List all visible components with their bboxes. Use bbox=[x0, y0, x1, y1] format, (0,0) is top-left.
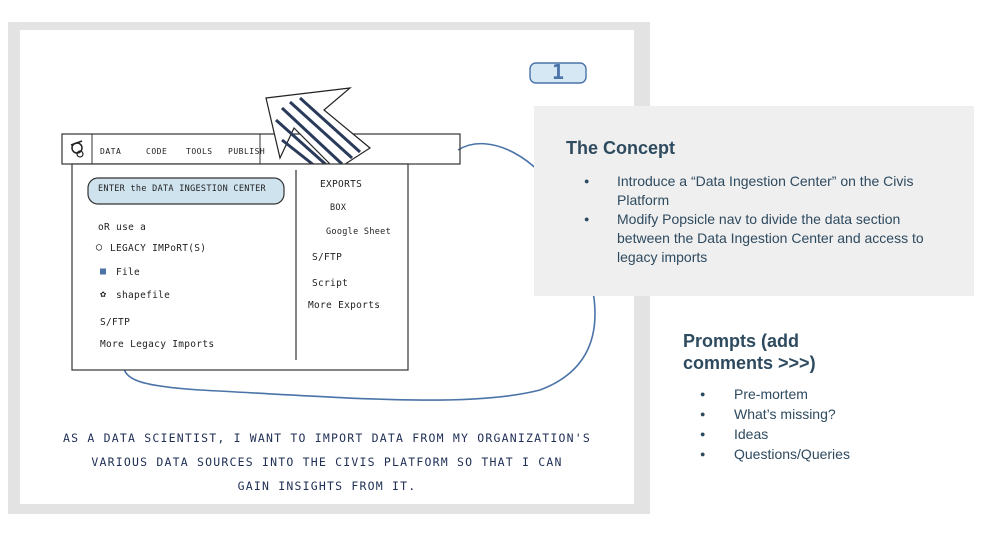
menu-item-exports-sftp[interactable]: S/FTP bbox=[312, 252, 343, 263]
nav-data[interactable]: DATA bbox=[100, 147, 122, 156]
legacy-imports-header[interactable]: LEGACY IMPoRT(S) bbox=[110, 243, 207, 254]
arrow-icon bbox=[265, 87, 372, 172]
concept-panel: The Concept Introduce a “Data Ingestion … bbox=[534, 106, 974, 296]
legacy-chevron-icon: ◯ bbox=[96, 242, 103, 253]
concept-title: The Concept bbox=[566, 138, 676, 158]
menu-item-box[interactable]: BOX bbox=[330, 203, 347, 213]
page-badge-shape bbox=[529, 62, 587, 84]
sketch-drawing bbox=[61, 62, 596, 401]
menu-item-more-legacy[interactable]: More Legacy Imports bbox=[100, 339, 215, 350]
caption-line: VARIOUS DATA SOURCES INTO THE CIVIS PLAT… bbox=[91, 455, 563, 469]
nav-code[interactable]: CODE bbox=[146, 147, 168, 156]
menu-item-script[interactable]: Script bbox=[312, 278, 349, 289]
nav-tools[interactable]: TOOLS bbox=[186, 147, 213, 156]
nav-publish[interactable]: PUBLISH bbox=[228, 147, 266, 156]
menu-item-sftp[interactable]: S/FTP bbox=[100, 317, 131, 328]
user-story-caption: AS A DATA SCIENTIST, I WANT TO IMPORT DA… bbox=[20, 426, 634, 498]
concept-bullet: Modify Popsicle nav to divide the data s… bbox=[584, 210, 944, 267]
logo-icon bbox=[70, 140, 84, 158]
prompt-item: Pre-mortem bbox=[700, 384, 850, 404]
or-use-label: oR use a bbox=[98, 222, 147, 233]
exports-header[interactable]: EXPORTS bbox=[320, 179, 363, 190]
menu-item-shapefile[interactable]: shapefile bbox=[116, 290, 171, 301]
menu-item-file[interactable]: File bbox=[116, 267, 141, 278]
prompts-list: Pre-mortem What’s missing? Ideas Questio… bbox=[700, 384, 850, 464]
prompt-item: What’s missing? bbox=[700, 404, 850, 424]
prompt-item: Questions/Queries bbox=[700, 444, 850, 464]
concept-bullets: Introduce a “Data Ingestion Center” on t… bbox=[584, 172, 944, 267]
page-badge: 1 bbox=[552, 60, 565, 84]
shapefile-icon: ✿ bbox=[100, 289, 107, 300]
menu-item-more-exports[interactable]: More Exports bbox=[308, 300, 381, 311]
concept-bullet: Introduce a “Data Ingestion Center” on t… bbox=[584, 172, 944, 210]
caption-line: GAIN INSIGHTS FROM IT. bbox=[237, 479, 417, 493]
caption-line: AS A DATA SCIENTIST, I WANT TO IMPORT DA… bbox=[62, 431, 592, 445]
menu-item-google-sheet[interactable]: Google Sheet bbox=[326, 227, 392, 237]
folder-icon: ■ bbox=[100, 266, 107, 277]
prompts-title: Prompts (add comments >>>) bbox=[683, 331, 816, 373]
enter-ingestion-center-button[interactable]: ENTER the DATA INGESTION CENTER bbox=[98, 184, 266, 194]
enter-button-shape bbox=[87, 177, 285, 205]
sketch-canvas: 1 DATA CODE TOOLS PUBLISH ENTER the DATA… bbox=[20, 30, 634, 504]
prompt-item: Ideas bbox=[700, 424, 850, 444]
